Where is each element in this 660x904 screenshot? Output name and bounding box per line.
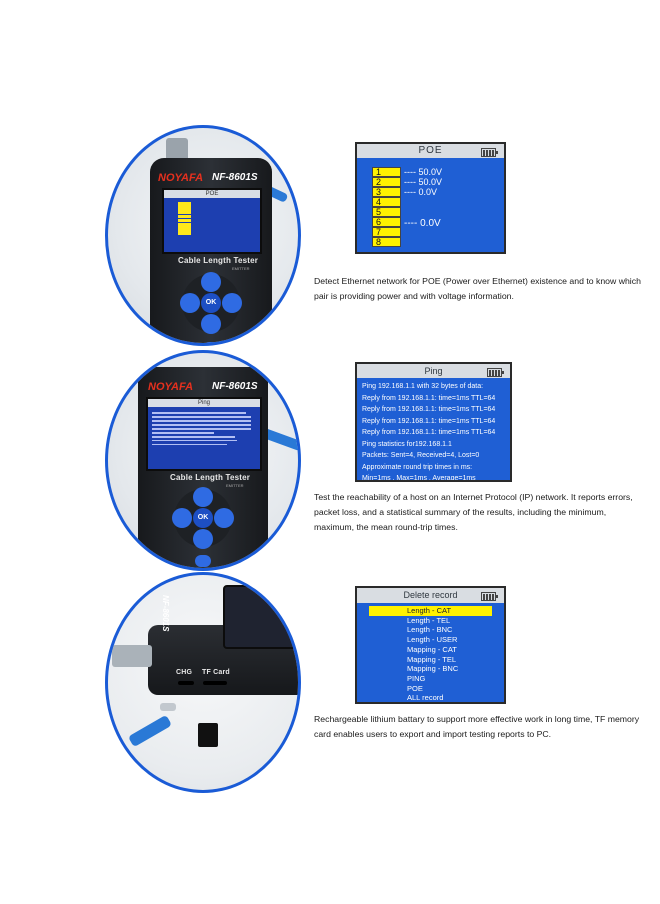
ping-line: Reply from 192.168.1.1: time=1ms TTL=64 [362,429,496,436]
dpad[interactable]: OK [180,272,242,334]
poe-value-2: ---- 50.0V [404,177,443,187]
device-emitter: EMITTER [232,266,250,271]
device-model-side: NF-8601S [161,595,170,632]
poe-value-1: ---- 50.0V [404,167,443,177]
chg-port[interactable] [178,681,194,685]
record-item[interactable]: Mapping - TEL [407,654,457,664]
usb-plug [160,703,176,711]
chg-port-label: CHG [176,669,193,676]
device-label: Cable Length Tester [178,256,259,265]
right-arrow-button[interactable] [214,508,234,528]
ping-line: Approximate round trip times in ms: [362,463,473,471]
device-emitter: EMITTER [226,483,244,488]
left-arrow-button[interactable] [180,293,200,313]
record-item[interactable]: Length - TEL [407,615,451,625]
battery-icon [487,368,504,377]
poe-pair-6: 6 [372,217,401,227]
device-photo-ports: NF-8601S CHG TF Card [105,572,301,793]
ping-line: Reply from 192.168.1.1: time=1ms TTL=64 [362,417,496,425]
power-button[interactable] [195,555,211,567]
record-item[interactable]: Length - BNC [407,625,453,635]
down-arrow-button[interactable] [201,314,221,334]
ok-button[interactable]: OK [201,293,221,313]
device-screen-lines [152,412,256,448]
device-brand: NOYAFA [148,381,194,393]
left-arrow-button[interactable] [172,508,192,528]
device-label: Cable Length Tester [170,473,251,482]
poe-panel: POE 1 2 3 4 5 6 7 8 ---- 50.0V ---- 50.0… [355,142,506,254]
device-screen: POE [162,188,262,254]
up-arrow-button[interactable] [201,272,221,292]
poe-pair-4: 4 [372,197,401,207]
ping-line: Min=1ms , Max=1ms , Average=1ms [362,475,476,482]
device-model: NF-8601S [212,381,258,392]
device-body: NOYAFA NF-8601S Ping Cable Length Tester… [138,367,268,568]
device-screen-title: POE [164,190,260,198]
battery-icon [481,592,498,601]
right-arrow-button[interactable] [222,293,242,313]
poe-value-6: ---- 0.0V [404,218,441,229]
record-item[interactable]: Mapping - CAT [407,644,457,654]
poe-pair-3: 3 [372,187,401,197]
device-screen [223,585,297,649]
poe-pair-5: 5 [372,207,401,217]
record-item[interactable]: Length - USER [407,635,458,645]
ping-panel-title: Ping [357,364,510,378]
record-item-selected[interactable]: Length - CAT [369,606,492,616]
device-photo-poe: NOYAFA NF-8601S POE Cable Length Tester … [105,125,301,346]
tf-card-slot[interactable] [203,681,227,685]
delete-record-description: Rechargeable lithium battary to support … [314,714,640,739]
ping-panel: Ping Ping 192.168.1.1 with 32 bytes of d… [355,362,512,482]
record-item[interactable]: ALL record [407,693,444,703]
device-screen: Ping [146,397,262,471]
device-screen-title: Ping [148,399,260,407]
battery-icon [481,148,498,157]
poe-pair-1: 1 [372,167,401,177]
bnc-connector [112,645,152,667]
poe-pair-8: 8 [372,237,401,247]
record-item[interactable]: Mapping - BNC [407,664,459,674]
tf-card-label: TF Card [202,669,230,676]
delete-record-title: Delete record [357,588,504,603]
ping-description: Test the reachability of a host on an In… [314,492,633,532]
ping-line: Reply from 192.168.1.1: time=1ms TTL=64 [362,394,496,402]
ping-line: Reply from 192.168.1.1: time=1ms TTL=64 [362,406,496,413]
poe-pair-2: 2 [372,177,401,187]
poe-panel-title: POE [357,144,504,158]
down-arrow-button[interactable] [193,529,213,549]
device-brand: NOYAFA [158,172,204,184]
up-arrow-button[interactable] [193,487,213,507]
bnc-connector [166,138,188,164]
power-button[interactable] [203,342,219,343]
poe-description: Detect Ethernet network for POE (Power o… [314,276,641,301]
ping-line: Ping statistics for192.168.1.1 [362,440,452,448]
ok-button[interactable]: OK [193,508,213,528]
tf-card-icon [198,723,218,747]
device-body: NOYAFA NF-8601S POE Cable Length Tester … [150,158,272,343]
ping-line: Packets: Sent=4, Received=4, Lost=0 [362,452,480,459]
poe-value-3: ---- 0.0V [404,187,438,197]
usb-cable [127,714,173,748]
device-screen-rows [178,202,191,236]
poe-pair-7: 7 [372,227,401,237]
device-model: NF-8601S [212,172,258,183]
dpad[interactable]: OK [172,487,234,549]
record-item[interactable]: PING [407,673,426,683]
delete-record-panel: Delete record Length - CAT Length - TEL … [355,586,506,704]
ping-line: Ping 192.168.1.1 with 32 bytes of data: [362,383,484,390]
device-photo-ping: NOYAFA NF-8601S Ping Cable Length Tester… [105,350,301,571]
record-item[interactable]: POE [407,683,423,693]
